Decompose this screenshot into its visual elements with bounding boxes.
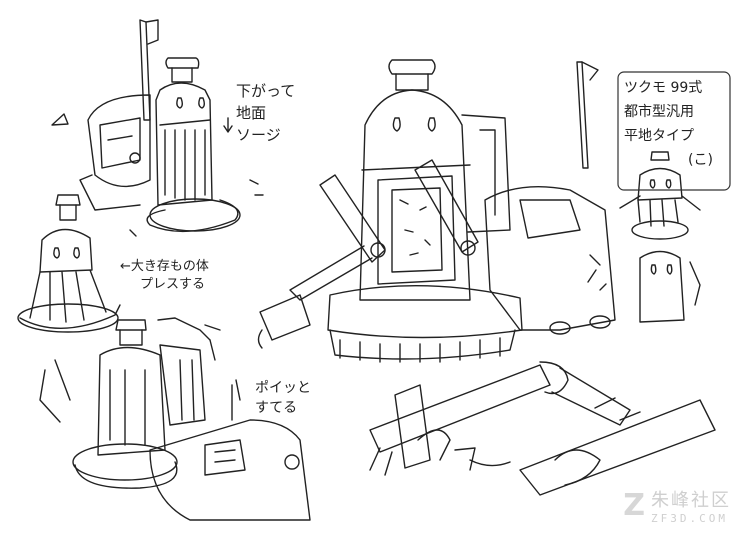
- robot-sketch-mid-left: [17, 194, 121, 423]
- arm-detail-sketch: [369, 361, 716, 496]
- robot-sketch-right: [619, 151, 701, 323]
- title-line: (こ): [688, 152, 713, 168]
- annotation-press: ←大き存もの体 プレスする: [120, 258, 209, 294]
- annotation-line: 地面: [236, 104, 267, 122]
- annotation-move-down: 下がって 地面 ソージ: [236, 80, 295, 146]
- annotation-line: 下がって: [236, 82, 296, 100]
- robot-sketch-top-left: [51, 19, 264, 237]
- annotation-line: すてる: [255, 400, 298, 416]
- watermark-text: 朱峰社区 ZF3D.COM: [651, 486, 731, 525]
- watermark-url: ZF3D.COM: [651, 512, 728, 525]
- annotation-line: プレスする: [140, 277, 206, 292]
- annotation-line: ←大き存もの体: [120, 259, 209, 274]
- annotation-line: ポイッと: [255, 380, 311, 396]
- title-line: 都市型汎用: [624, 104, 694, 120]
- title-line: ツクモ 99式: [624, 80, 703, 96]
- watermark: Z 朱峰社区 ZF3D.COM: [623, 486, 731, 525]
- robot-sketch-bottom-left: [72, 317, 311, 521]
- watermark-logo-icon: Z: [623, 488, 645, 523]
- annotation-throw: ポイッと すてる: [255, 378, 311, 418]
- annotation-line: ソージ: [236, 126, 281, 144]
- watermark-name: 朱峰社区: [651, 490, 731, 511]
- title-block: ツクモ 99式 都市型汎用 平地タイプ (こ): [624, 76, 713, 172]
- title-line: 平地タイプ: [624, 128, 694, 144]
- robot-sketch-main: [257, 59, 616, 363]
